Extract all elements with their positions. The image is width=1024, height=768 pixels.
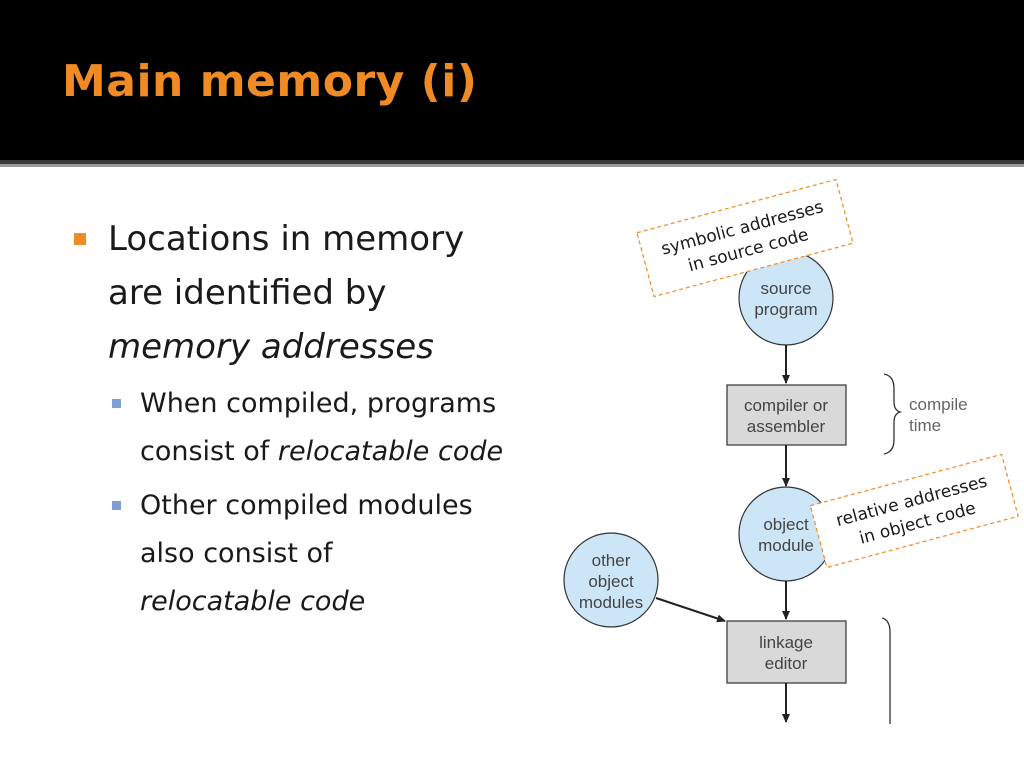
square-bullet-icon bbox=[74, 233, 86, 245]
linkage-editor-node bbox=[726, 620, 847, 684]
sub-bullet-2-line-3: relocatable code bbox=[140, 586, 366, 617]
source-program-label-1: source bbox=[760, 279, 811, 298]
note-relative-addresses: relative addresses in object code bbox=[809, 453, 1019, 569]
title-divider bbox=[0, 160, 1024, 164]
sub-bullet-1-plain: consist of bbox=[140, 436, 278, 467]
object-module-label-2: module bbox=[758, 536, 814, 555]
compile-time-label-2: time bbox=[909, 416, 941, 435]
note-symbolic-addresses: symbolic addresses in source code bbox=[636, 178, 854, 298]
square-bullet-icon bbox=[112, 399, 121, 408]
note-symbolic-border bbox=[636, 178, 854, 298]
title-divider-light bbox=[0, 164, 1024, 167]
linkage-editor-label-2: editor bbox=[765, 654, 808, 673]
sub-bullet-1-line-2: consist of relocatable code bbox=[140, 428, 612, 476]
arrow-other-to-linkage bbox=[655, 597, 726, 623]
sub-bullet-2-line-1: Other compiled modules bbox=[140, 490, 473, 521]
sub-bullet-1-line-1: When compiled, programs bbox=[140, 388, 497, 419]
compiler-node bbox=[726, 384, 847, 446]
bullet-main-line-3: memory addresses bbox=[108, 327, 434, 367]
bullet-main-line-1: Locations in memory bbox=[108, 219, 465, 259]
sub-bullet-list: When compiled, programs consist of reloc… bbox=[72, 380, 612, 626]
slide-title: Main memory (i) bbox=[62, 56, 478, 107]
sub-bullet-1-italic: relocatable code bbox=[277, 436, 504, 467]
load-time-brace bbox=[881, 617, 891, 724]
compile-time-brace bbox=[883, 373, 903, 455]
object-module-label-1: object bbox=[763, 515, 809, 534]
compiler-label-1: compiler or bbox=[744, 396, 828, 415]
sub-bullet-2-line-2: also consist of bbox=[140, 538, 333, 569]
compiler-label-2: assembler bbox=[747, 417, 826, 436]
other-modules-label-1: other bbox=[592, 551, 631, 570]
bullet-main-line-2: are identified by bbox=[108, 273, 387, 313]
compile-time-label-1: compile bbox=[909, 395, 968, 414]
linkage-editor-label-1: linkage bbox=[759, 633, 813, 652]
other-modules-label-3: modules bbox=[579, 593, 643, 612]
bullet-main: Locations in memory are identified by me… bbox=[72, 212, 612, 374]
title-bar bbox=[0, 0, 1024, 160]
other-modules-node bbox=[563, 532, 659, 628]
other-modules-label-2: object bbox=[588, 572, 634, 591]
sub-bullet-other-modules: Other compiled modules also consist of r… bbox=[72, 482, 612, 626]
square-bullet-icon bbox=[112, 501, 121, 510]
note-relative-border bbox=[809, 453, 1019, 569]
sub-bullet-compiled: When compiled, programs consist of reloc… bbox=[72, 380, 612, 476]
source-program-label-2: program bbox=[754, 300, 817, 319]
bullet-list: Locations in memory are identified by me… bbox=[72, 212, 612, 632]
